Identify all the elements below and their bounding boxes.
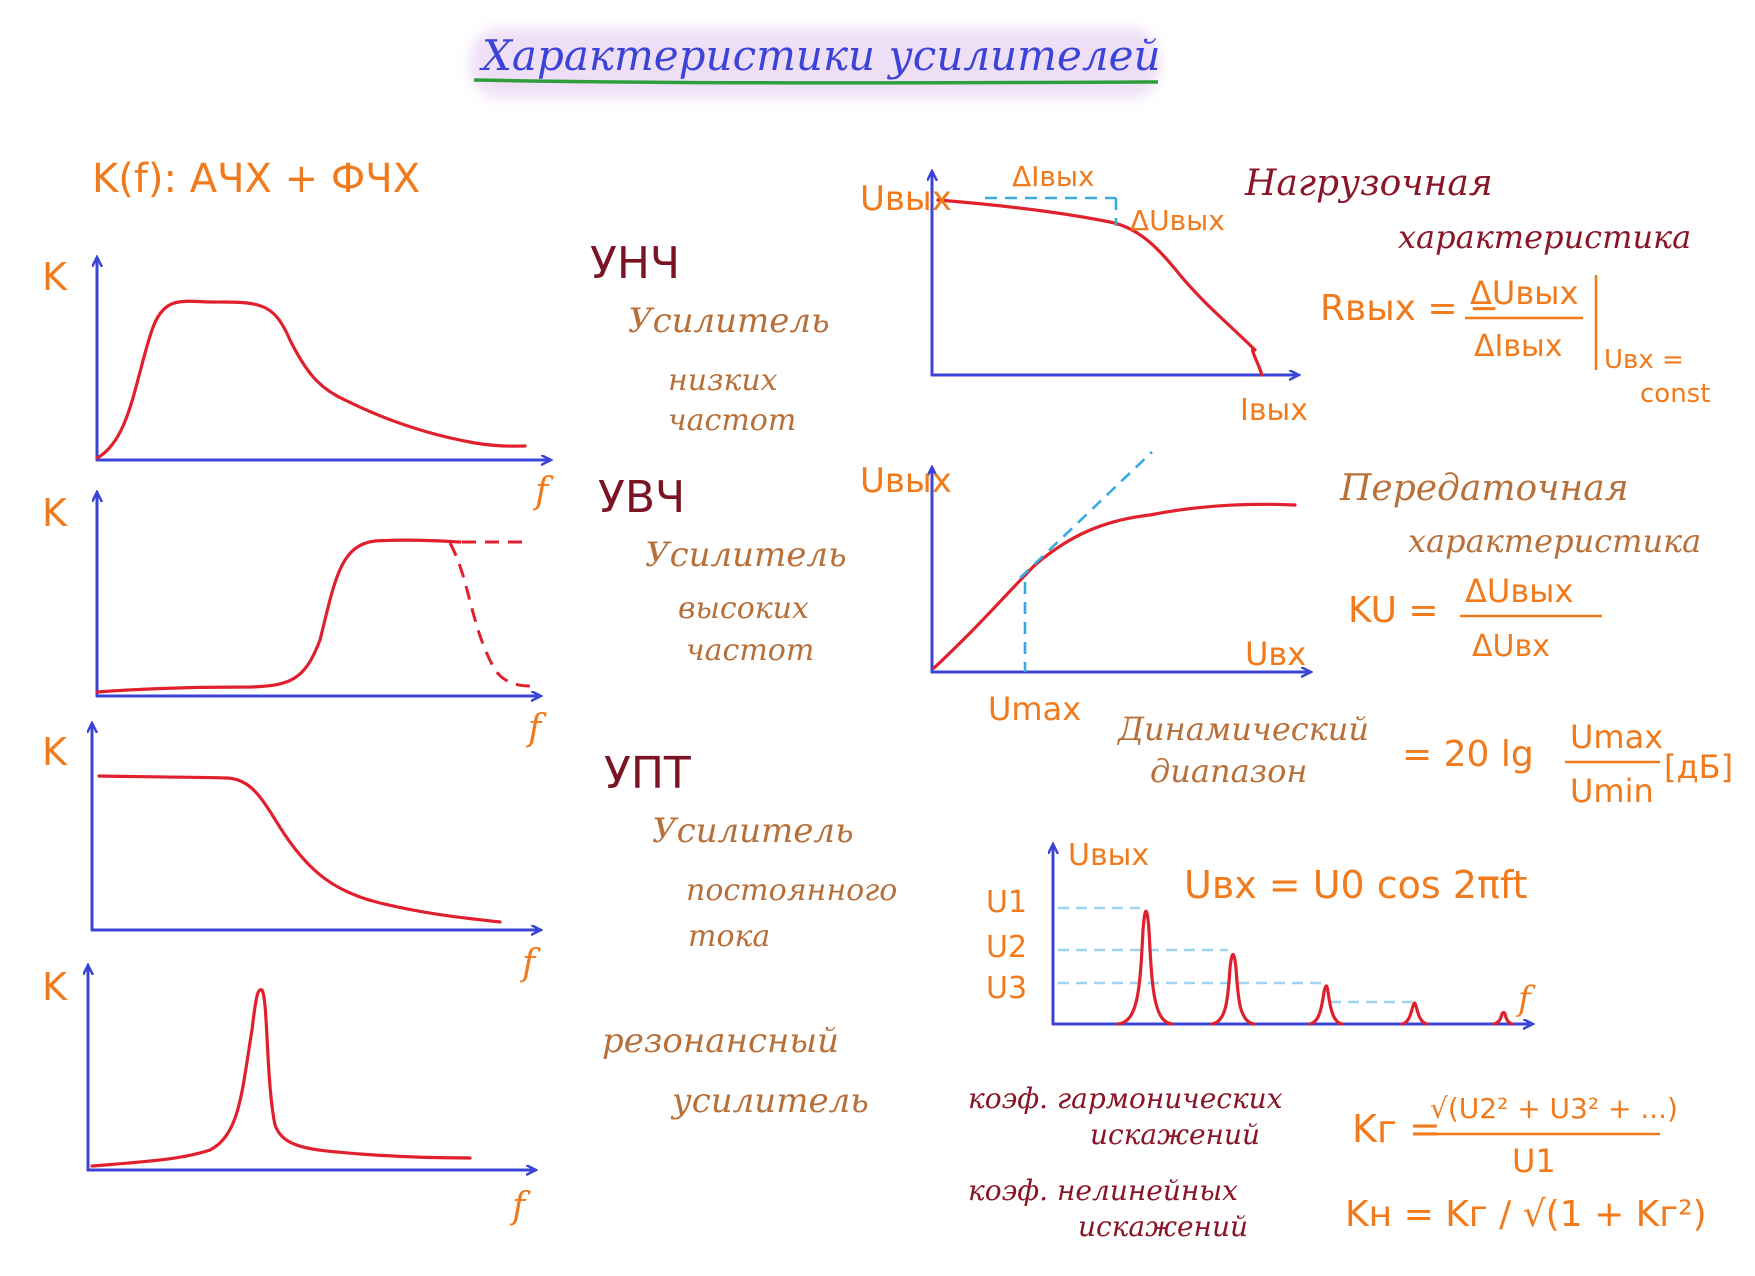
- type-unch-line3: частот: [668, 403, 796, 438]
- type-uvch-line2: высоких: [678, 591, 809, 626]
- plot-unch-xlabel: f: [532, 471, 554, 512]
- plot-spectrum-harmonic-2: [1210, 952, 1256, 1026]
- load-formula-lhs: Rвых = −: [1320, 288, 1499, 329]
- type-uvch: УВЧ Усилитель высоких частот: [598, 472, 847, 668]
- harmonic-formula-num: √(U2² + U3² + ...): [1430, 1092, 1678, 1125]
- transfer-name-line2: характеристика: [1408, 522, 1701, 560]
- transfer-description: Передаточная характеристика KU = ΔUвых Δ…: [1339, 468, 1701, 664]
- plot-spectrum: Uвых f U1 U2 U3 Uвх = U0 cos 2πft: [986, 838, 1536, 1024]
- dynamic-formula-num: Umax: [1570, 718, 1663, 756]
- plot-spectrum-u2-label: U2: [986, 930, 1027, 965]
- harmonic-name-line2: искажений: [1090, 1118, 1260, 1151]
- dynamic-name-line2: диапазон: [1150, 752, 1307, 790]
- plot-load-ylabel: Uвых: [860, 179, 952, 219]
- load-name-line2: характеристика: [1398, 218, 1691, 256]
- plot-load-delta-u-label: ΔUвых: [1130, 204, 1225, 237]
- type-unch-line1: Усилитель: [628, 301, 830, 341]
- type-upt-line3: тока: [688, 919, 770, 954]
- type-unch-abbr: УНЧ: [590, 238, 680, 289]
- type-upt-line2: постоянного: [686, 873, 897, 908]
- page-title-group: Характеристики усилителей: [470, 28, 1161, 98]
- load-name-line1: Нагрузочная: [1244, 163, 1493, 204]
- nonlinear-name-line1: коэф. нелинейных: [968, 1174, 1238, 1207]
- type-uvch-line1: Усилитель: [645, 535, 847, 575]
- plot-unch: K f: [42, 255, 554, 512]
- plot-uvch-curve: [95, 538, 462, 694]
- type-upt: УПТ Усилитель постоянного тока: [604, 748, 897, 954]
- plot-spectrum-ylabel: Uвых: [1068, 838, 1149, 873]
- plot-upt: K f: [42, 724, 541, 984]
- plot-upt-ylabel: K: [42, 730, 68, 774]
- nonlinear-coefficient: коэф. нелинейных искажений Kн = Kг / √(1…: [968, 1174, 1707, 1243]
- plot-transfer-umax-label: Umax: [988, 690, 1081, 728]
- dynamic-formula-unit: [дБ]: [1664, 748, 1733, 786]
- plot-uvch: K f: [42, 491, 547, 749]
- load-formula-num: ΔUвых: [1470, 274, 1578, 312]
- harmonic-formula-lhs: Kг =: [1352, 1107, 1441, 1151]
- title-underline: [473, 78, 1159, 85]
- plot-load-delta-i-label: ΔIвых: [1012, 160, 1095, 193]
- dynamic-formula-lhs: = 20 lg: [1402, 734, 1534, 775]
- plot-transfer-curve: [932, 502, 1297, 670]
- plot-transfer-ylabel: Uвых: [860, 461, 952, 501]
- type-uvch-abbr: УВЧ: [598, 472, 685, 523]
- load-formula-den: ΔIвых: [1474, 329, 1563, 364]
- harmonic-coefficient: коэф. гармонических искажений Kг = √(U2²…: [968, 1082, 1678, 1180]
- load-description: Нагрузочная характеристика Rвых = − ΔUвы…: [1244, 163, 1710, 409]
- dynamic-name-line1: Динамический: [1116, 710, 1369, 748]
- plot-unch-curve: [95, 299, 527, 460]
- transfer-formula-lhs: KU =: [1348, 590, 1439, 631]
- load-formula-cond1: Uвх =: [1604, 345, 1684, 375]
- plot-spectrum-harmonic-4: [1400, 1001, 1429, 1026]
- plot-resonant-ylabel: K: [42, 965, 68, 1009]
- plot-upt-curve: [97, 774, 502, 924]
- plot-spectrum-harmonic-1: [1116, 909, 1174, 1026]
- type-unch: УНЧ Усилитель низких частот: [590, 238, 830, 438]
- plot-load-xlabel: Iвых: [1240, 393, 1308, 428]
- nonlinear-formula: Kн = Kг / √(1 + Kг²): [1345, 1194, 1707, 1235]
- harmonic-formula-den: U1: [1512, 1142, 1556, 1180]
- load-formula-cond2: const: [1640, 379, 1710, 409]
- type-resonant-line2: усилитель: [670, 1081, 869, 1121]
- dynamic-formula-den: Umin: [1570, 772, 1654, 810]
- harmonic-name-line1: коэф. гармонических: [968, 1082, 1283, 1115]
- plot-resonant-curve: [90, 988, 472, 1168]
- plot-transfer-xlabel: Uвх: [1245, 635, 1306, 673]
- transfer-name-line1: Передаточная: [1339, 468, 1629, 509]
- dynamic-range: Динамический диапазон = 20 lg Umax Umin …: [1116, 710, 1733, 810]
- transfer-formula-den: ΔUвх: [1472, 629, 1550, 664]
- type-upt-line1: Усилитель: [652, 811, 854, 851]
- plot-spectrum-u3-label: U3: [986, 971, 1027, 1006]
- plot-unch-ylabel: K: [42, 255, 68, 299]
- type-upt-abbr: УПТ: [604, 748, 691, 799]
- transfer-formula-num: ΔUвых: [1465, 572, 1573, 610]
- nonlinear-name-line2: искажений: [1078, 1210, 1248, 1243]
- plot-load-curve: [936, 198, 1264, 377]
- plot-uvch-dashed-drop: [448, 542, 531, 688]
- plot-upt-xlabel: f: [519, 943, 541, 984]
- plot-spectrum-u1-label: U1: [986, 885, 1027, 920]
- plot-spectrum-formula: Uвх = U0 cos 2πft: [1184, 863, 1527, 907]
- type-unch-line2: низких: [668, 363, 778, 398]
- page-title: Характеристики усилителей: [479, 31, 1161, 80]
- plot-transfer-linear-extension: [1019, 451, 1153, 579]
- plot-resonant: K f: [42, 965, 535, 1227]
- type-resonant: резонансный усилитель: [602, 1021, 869, 1121]
- plot-transfer: Uвых Uвх Umax: [860, 451, 1310, 728]
- plot-load: Uвых Iвых ΔIвых ΔUвых: [860, 160, 1308, 428]
- plot-uvch-ylabel: K: [42, 491, 68, 535]
- type-uvch-line3: частот: [686, 633, 814, 668]
- type-resonant-line1: резонансный: [602, 1021, 839, 1061]
- plot-spectrum-harmonic-5: [1492, 1010, 1514, 1026]
- plot-spectrum-xlabel: f: [1515, 979, 1536, 1019]
- plot-resonant-xlabel: f: [509, 1186, 531, 1227]
- plot-uvch-xlabel: f: [525, 708, 547, 749]
- plot-spectrum-harmonic-3: [1308, 984, 1344, 1026]
- intro-formula: K(f): АЧХ + ФЧХ: [92, 156, 420, 202]
